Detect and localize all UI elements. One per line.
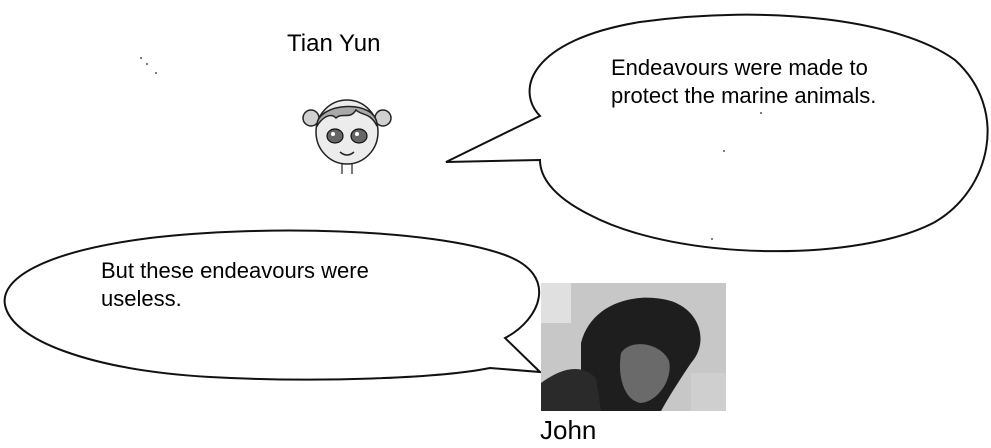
speech-text-right: Endeavours were made to protect the mari… [611, 54, 931, 110]
scan-speck [723, 150, 725, 152]
speech-bubble-right [446, 15, 988, 252]
john-photo [541, 283, 726, 411]
scan-speck [760, 112, 762, 114]
speaker-name-tian-yun: Tian Yun [287, 30, 380, 58]
avatar-eye-right [351, 129, 367, 143]
scan-speck [140, 57, 142, 59]
speaker-name-john: John [540, 415, 596, 445]
scan-speck [155, 72, 157, 74]
cartoon-girl-avatar [302, 88, 392, 178]
scan-speck [711, 238, 713, 240]
speech-text-left: But these endeavours were useless. [101, 257, 381, 313]
scan-speck [146, 63, 148, 65]
avatar-eye-left [327, 129, 343, 143]
